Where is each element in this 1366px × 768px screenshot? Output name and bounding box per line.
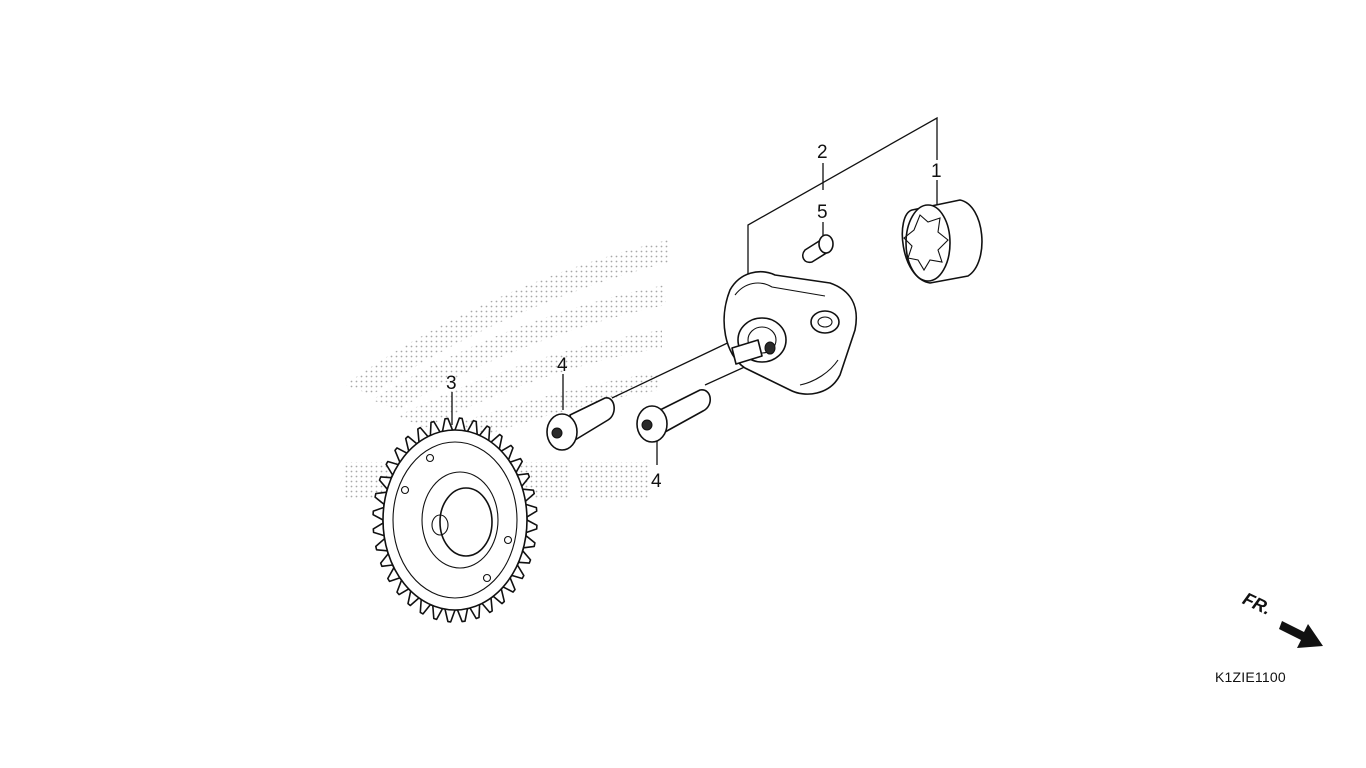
- flange-bolt-right: [636, 389, 711, 443]
- dowel-pin: [802, 234, 834, 264]
- callouts: 1 2 3 4 4 5: [446, 142, 942, 492]
- callout-4-left: 4: [557, 355, 568, 376]
- diagram-code: K1ZIE1100: [1215, 669, 1286, 685]
- oil-pump-body: [723, 271, 857, 395]
- front-label: FR.: [1240, 588, 1275, 618]
- oil-pump-driven-gear: [372, 417, 538, 623]
- honda-wing-watermark: [345, 240, 670, 500]
- callout-4-right: 4: [651, 471, 662, 492]
- callout-5: 5: [817, 202, 828, 223]
- callout-2: 2: [817, 142, 828, 163]
- front-arrow-icon: [1279, 621, 1323, 648]
- oil-pump-outer-rotor: [901, 199, 983, 284]
- callout-3: 3: [446, 373, 457, 394]
- flange-bolt-left: [546, 397, 615, 451]
- front-direction-indicator: FR.: [1240, 588, 1323, 648]
- callout-1: 1: [931, 161, 942, 182]
